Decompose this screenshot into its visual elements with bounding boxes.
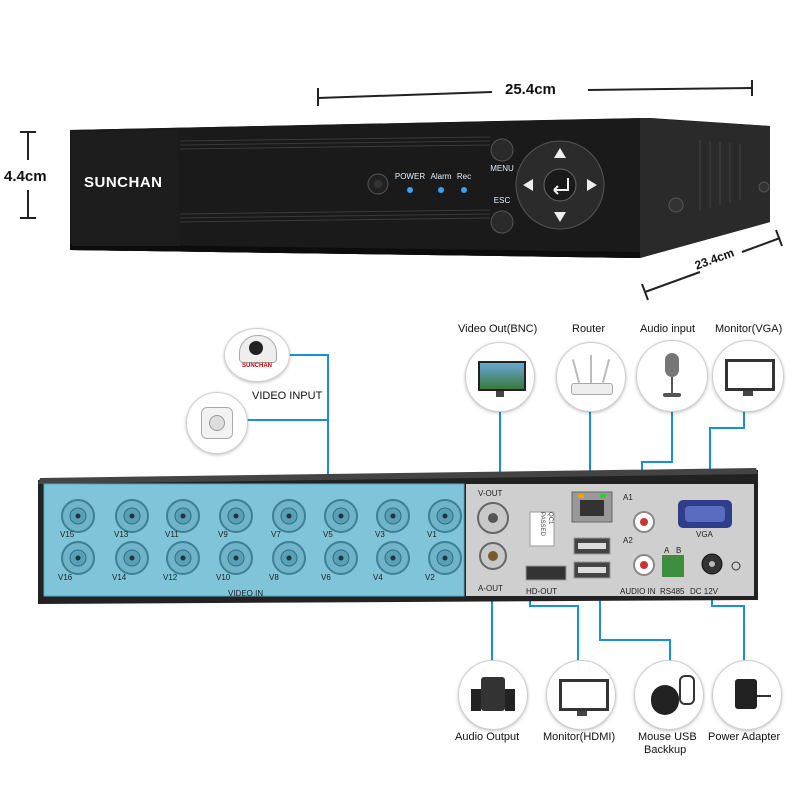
power-adapter-label: Power Adapter — [708, 731, 781, 743]
width-dimension-label: 25.4cm — [505, 81, 556, 98]
height-dimension-label: 4.4cm — [4, 168, 47, 185]
terminal-b-label: B — [676, 546, 682, 555]
bnc-channel-label: V7 — [271, 530, 281, 539]
vga-label: VGA — [696, 530, 713, 539]
bnc-channel-label: V9 — [218, 530, 228, 539]
bnc-channel-label: V3 — [375, 530, 385, 539]
v-out-label: V-OUT — [478, 489, 503, 498]
width-dimension-line — [317, 80, 753, 106]
bnc-channel-label: V6 — [321, 573, 331, 582]
bnc-channel-label: V10 — [216, 573, 231, 582]
power-indicator-label: POWER — [394, 172, 426, 181]
rs485-terminal — [662, 555, 684, 577]
bnc-channel-label: V8 — [269, 573, 279, 582]
router-label: Router — [572, 323, 606, 335]
audio-input-label: Audio input — [640, 323, 696, 335]
bnc-channel-label: V15 — [60, 530, 75, 539]
arrow-right-icon — [587, 179, 597, 191]
arrow-down-icon — [554, 212, 566, 222]
bnc-channel-label: V4 — [373, 573, 383, 582]
qc-sticker: QC1 PASSED — [538, 512, 553, 536]
monitor-hdmi-icon — [546, 660, 616, 730]
bnc-channel-label: V16 — [58, 573, 73, 582]
dome-camera-icon: SUNCHAN — [224, 328, 290, 382]
menu-label: MENU — [490, 164, 514, 173]
router-icon — [556, 342, 626, 412]
monitor-vga-icon — [712, 340, 784, 412]
camera-brand-label: SUNCHAN — [242, 363, 272, 369]
mouse-icon — [634, 660, 704, 730]
esc-button — [490, 210, 514, 234]
bnc-channel-label: V5 — [323, 530, 333, 539]
bnc-input-panel — [43, 483, 465, 597]
esc-label: ESC — [493, 196, 511, 205]
enter-icon — [553, 178, 569, 195]
mouse-usb-backup-label: Backkup — [644, 744, 687, 756]
bnc-channel-label: V11 — [165, 530, 179, 539]
rec-led — [461, 187, 467, 193]
bnc-channel-label: V14 — [112, 573, 127, 582]
bnc-channel-label: V1 — [427, 530, 437, 539]
dc-label: DC 12V — [690, 587, 719, 596]
a2-label: A2 — [623, 536, 633, 545]
power-adapter-icon — [712, 660, 782, 730]
a1-label: A1 — [623, 493, 633, 502]
speaker-icon — [458, 660, 528, 730]
alarm-led — [438, 187, 444, 193]
audio-in-label: AUDIO IN — [620, 587, 656, 596]
vent-grille — [179, 136, 491, 223]
height-dimension-line — [20, 131, 36, 219]
mouse-usb-label: Mouse USB — [638, 731, 697, 743]
menu-button — [490, 138, 514, 162]
video-in-label: VIDEO IN — [228, 589, 264, 598]
bnc-channel-label: V13 — [114, 530, 129, 539]
monitor-vga-label: Monitor(VGA) — [715, 323, 783, 335]
bnc-channel-label: V2 — [425, 573, 435, 582]
terminal-a-label: A — [664, 546, 670, 555]
arrow-up-icon — [554, 148, 566, 158]
video-out-bnc-label: Video Out(BNC) — [458, 323, 538, 335]
hd-out-label: HD-OUT — [526, 587, 558, 596]
rec-indicator-label: Rec — [456, 172, 472, 181]
alarm-indicator-label: Alarm — [430, 172, 452, 181]
monitor-bnc-icon — [465, 342, 535, 412]
depth-dimension-line — [641, 229, 783, 301]
video-input-label: VIDEO INPUT — [252, 390, 323, 402]
power-socket-icon — [186, 392, 248, 454]
bnc-channel-label: V12 — [163, 573, 178, 582]
monitor-hdmi-label: Monitor(HDMI) — [543, 731, 616, 743]
brand-logo: SUNCHAN — [84, 174, 163, 191]
microphone-icon — [636, 340, 708, 412]
power-led — [407, 187, 413, 193]
audio-output-label: Audio Output — [455, 731, 520, 743]
hdmi-port — [525, 565, 567, 581]
arrow-left-icon — [523, 179, 533, 191]
a-out-label: A-OUT — [478, 584, 503, 593]
rs485-label: RS485 — [660, 587, 685, 596]
